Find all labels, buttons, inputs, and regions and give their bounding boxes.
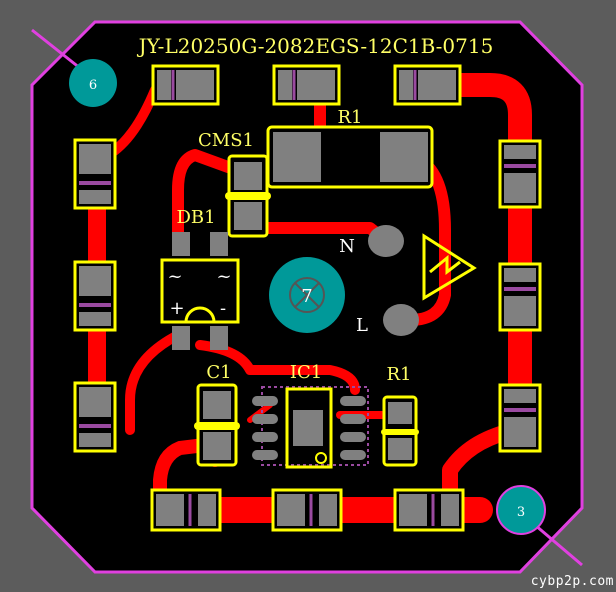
svg-text:7: 7 [301,286,312,307]
chip-ic1 [252,386,369,469]
led-pad-bottom-3 [393,488,465,532]
led-pad-right-3 [498,383,542,453]
corner-line-br [534,523,583,567]
site-watermark: cybp2p.com [530,574,614,589]
led-pad-top-3 [393,64,462,106]
label-n: N [339,236,355,257]
resistor-r1-top [266,125,434,189]
led-pad-left-2 [73,260,117,332]
led-pad-bottom-2 [271,488,343,532]
hole-6: 6 [69,59,117,107]
label-r1-top: R1 [337,107,362,128]
label-c1: C1 [206,362,231,383]
board-part-number: JY-L20250G-2082EGS-12C1B-0715 [137,34,494,58]
capacitor-c1 [194,383,240,467]
label-l: L [356,315,368,336]
svg-text:+: + [169,298,184,319]
led-pad-bottom-1 [150,488,222,532]
svg-text:-: - [220,298,226,319]
svg-text:3: 3 [517,505,525,520]
label-ic1: IC1 [290,362,322,383]
hole-3: 3 [496,485,546,535]
svg-text:~: ~ [216,266,231,287]
svg-text:~: ~ [167,266,182,287]
led-pad-top-1 [151,64,220,106]
label-db1: DB1 [176,207,215,228]
pad-l [383,304,419,336]
center-hole-7: 7 [269,257,345,333]
pad-n [368,225,404,257]
resistor-r1-right [381,395,419,467]
svg-text:6: 6 [89,78,97,93]
label-cms1: CMS1 [198,130,254,151]
component-cms1 [225,154,271,238]
label-r1-right: R1 [386,364,411,385]
led-pad-left-3 [73,381,117,453]
led-pad-right-2 [498,262,542,332]
led-pad-right-1 [498,139,542,209]
led-pad-top-2 [272,64,341,106]
led-pad-left-1 [73,138,117,210]
bridge-db1: ~ ~ + - [160,232,240,350]
high-voltage-warning-icon [422,233,477,301]
